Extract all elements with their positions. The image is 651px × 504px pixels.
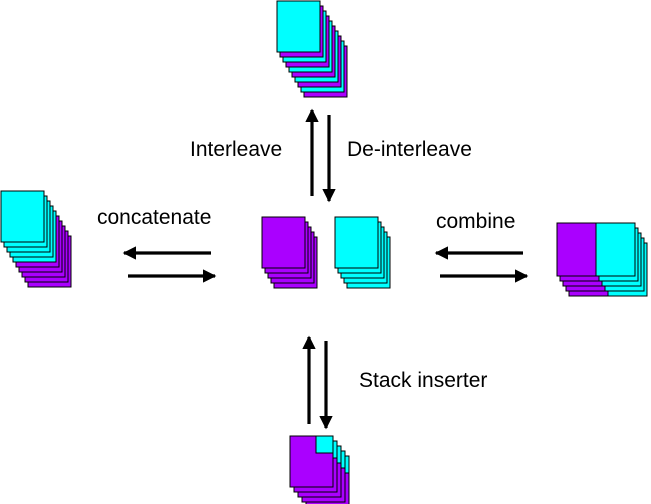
arrows <box>122 108 529 430</box>
sheet-cyan-half <box>595 222 636 277</box>
interleave-label: Interleave <box>190 138 282 161</box>
combined-stack <box>556 222 648 297</box>
sheet <box>261 216 306 269</box>
sheet-purple-half <box>556 222 597 277</box>
inserted-stack <box>289 435 350 504</box>
concatenated-stack <box>0 190 72 288</box>
inserted-corner <box>315 435 334 454</box>
interleaved-stack <box>276 0 348 98</box>
purple-stack <box>261 216 318 289</box>
combine-label: combine <box>436 210 515 233</box>
sheet <box>276 0 321 53</box>
concatenate-label: concatenate <box>97 206 211 229</box>
sheet <box>334 216 379 269</box>
cyan-stack <box>334 216 391 289</box>
stack-inserter-label: Stack inserter <box>359 369 487 392</box>
deinterleave-label: De-interleave <box>347 138 472 161</box>
sheet <box>0 190 45 243</box>
